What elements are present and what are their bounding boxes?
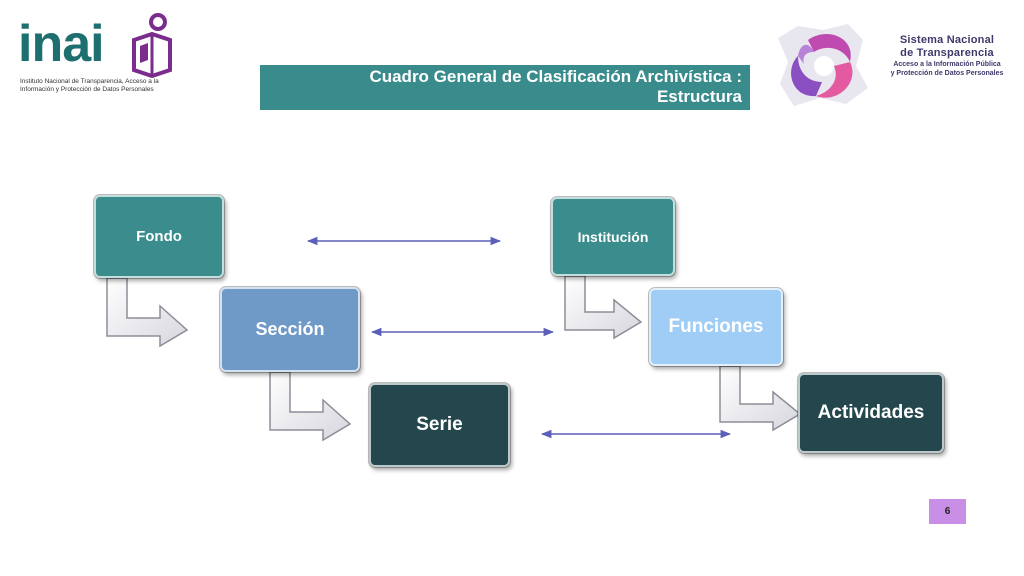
snt-line-4: y Protección de Datos Personales (890, 70, 1004, 77)
snt-line-1: Sistema Nacional (899, 34, 995, 46)
bent-arrow-funciones-actividades (719, 365, 802, 432)
snt-line-3: Acceso a la Información Pública (893, 61, 1001, 68)
snt-logo-text: Sistema Nacional de Transparencia Acceso… (872, 34, 1022, 78)
inai-logo-text: inai (18, 15, 105, 73)
node-fondo: Fondo (94, 195, 224, 278)
node-institucion: Institución (551, 197, 675, 276)
bent-arrow-seccion-serie (269, 371, 352, 442)
bent-arrow-institucion-funciones (564, 275, 643, 340)
node-serie: Serie (369, 383, 510, 467)
page-title: Cuadro General de Clasificación Archivís… (260, 65, 750, 110)
page-number-badge: 6 (929, 499, 966, 524)
node-seccion: Sección (220, 287, 360, 372)
node-funciones: Funciones (649, 288, 783, 366)
snt-logo-icon (778, 24, 868, 106)
bent-arrow-fondo-seccion (106, 277, 189, 348)
snt-line-2: de Transparencia (900, 47, 994, 59)
inai-logo-icon (132, 13, 172, 78)
node-actividades: Actividades (798, 373, 944, 453)
inai-subtitle: Instituto Nacional de Transparencia, Acc… (20, 78, 159, 93)
